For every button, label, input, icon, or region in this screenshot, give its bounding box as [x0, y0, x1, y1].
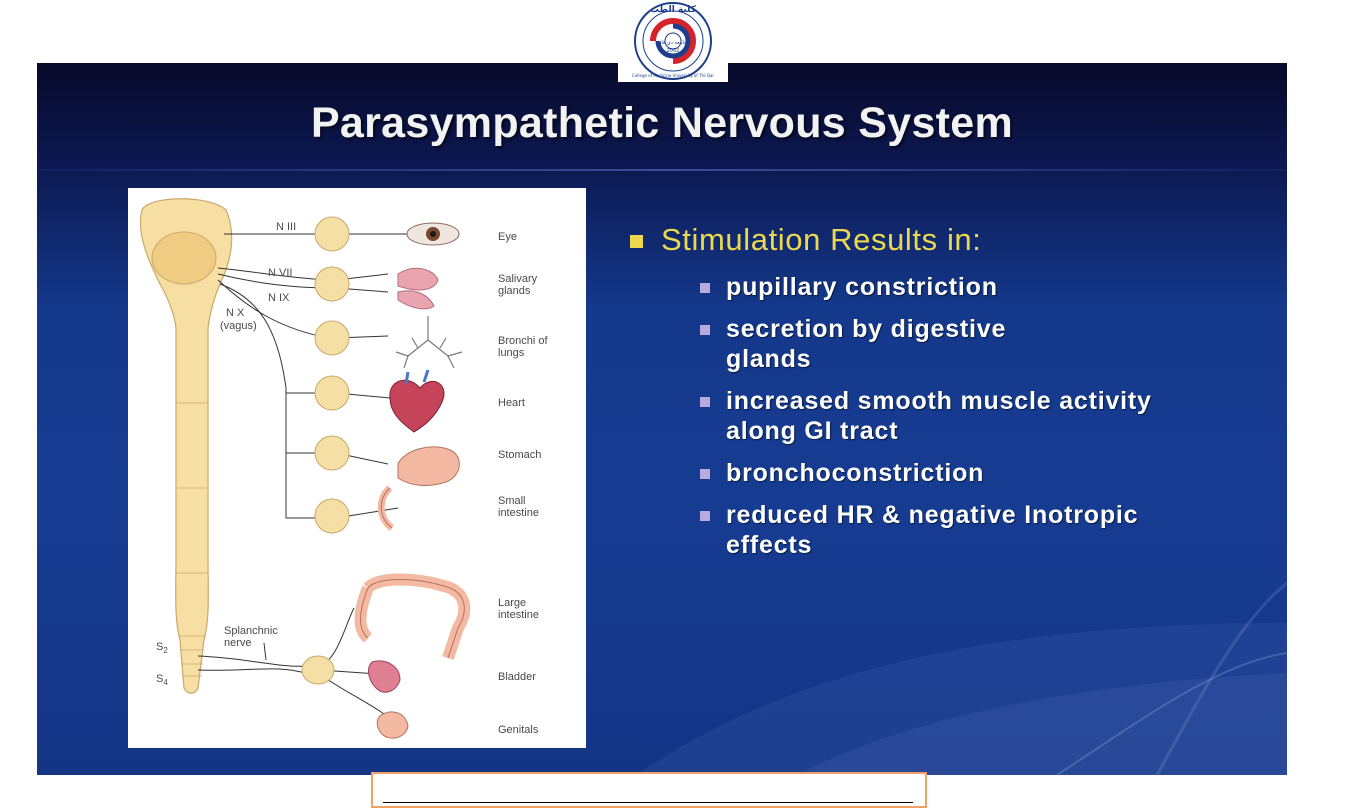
sub-bullet-item: pupillary constriction	[700, 272, 1270, 302]
sub-bullet-item: secretion by digestive glands	[700, 314, 1270, 374]
sub-bullet-text: pupillary constriction	[726, 273, 998, 301]
square-bullet-icon	[700, 283, 710, 293]
bladder-illustration	[368, 660, 401, 693]
label-small-2: intestine	[498, 507, 539, 519]
square-bullet-icon	[630, 234, 643, 248]
footer-underline	[383, 802, 913, 803]
label-bronchi-1: Bronchi of	[498, 335, 548, 347]
label-n3: N III	[276, 221, 296, 233]
sub-bullet-item: bronchoconstriction	[700, 458, 1270, 488]
sub-bullet-text: secretion by digestive glands	[726, 315, 1007, 373]
ganglia-group	[301, 216, 350, 685]
label-s4: S4	[156, 673, 168, 687]
label-n10: N X	[226, 307, 245, 319]
label-salivary-1: Salivary	[498, 273, 538, 285]
label-eye: Eye	[498, 231, 517, 243]
label-salivary-2: glands	[498, 285, 531, 297]
college-seal-icon: كلية الطب جامعة ذي قار 2002 College of M…	[632, 2, 714, 80]
large-intestine-illustration	[354, 573, 471, 660]
college-logo: كلية الطب جامعة ذي قار 2002 College of M…	[618, 0, 728, 82]
label-small-1: Small	[498, 495, 526, 507]
bullet-content: Stimulation Results in: pupillary constr…	[630, 222, 1270, 572]
label-splanchnic-2: nerve	[224, 637, 252, 649]
square-bullet-icon	[700, 469, 710, 479]
label-large-2: intestine	[498, 609, 539, 621]
slide-title: Parasympathetic Nervous System	[310, 99, 1014, 147]
label-heart: Heart	[498, 397, 525, 409]
title-divider	[37, 169, 1287, 171]
square-bullet-icon	[700, 325, 710, 335]
heart-illustration	[389, 379, 445, 433]
sub-bullet-text: reduced HR & negative Inotropic effects	[726, 501, 1139, 559]
logo-arabic-title: كلية الطب	[650, 5, 697, 15]
main-bullet: Stimulation Results in:	[630, 222, 1270, 258]
square-bullet-icon	[700, 511, 710, 521]
sub-bullet-item: increased smooth muscle activity along G…	[700, 386, 1270, 446]
organ-illustrations	[354, 222, 471, 739]
logo-ring-text: College of Medicine University of Thi-Qa…	[632, 73, 714, 78]
stomach-illustration	[397, 446, 460, 486]
label-genitals: Genitals	[498, 724, 539, 736]
label-n7: N VII	[268, 267, 292, 279]
genitals-illustration	[376, 711, 409, 739]
diagram-drawing: N III N VII N IX N X (vagus) Splanchnic …	[139, 198, 548, 739]
label-s2: S2	[156, 641, 168, 655]
footer-box	[371, 772, 927, 808]
main-bullet-text: Stimulation Results in:	[661, 222, 982, 257]
parasympathetic-diagram: N III N VII N IX N X (vagus) Splanchnic …	[128, 188, 586, 748]
square-bullet-icon	[700, 397, 710, 407]
salivary-gland-illustration	[397, 267, 439, 291]
bronchi-illustration	[395, 316, 463, 369]
label-n9: N IX	[268, 292, 290, 304]
label-stomach: Stomach	[498, 449, 541, 461]
sub-bullet-list: pupillary constriction secretion by dige…	[700, 272, 1270, 560]
spinal-cord-shape	[139, 198, 233, 694]
brainstem-shape	[151, 231, 217, 285]
label-splanchnic-1: Splanchnic	[224, 625, 278, 637]
sub-bullet-text: increased smooth muscle activity along G…	[726, 387, 1152, 445]
label-large-1: Large	[498, 597, 526, 609]
label-bladder: Bladder	[498, 671, 536, 683]
label-vagus: (vagus)	[220, 320, 257, 332]
sub-bullet-item: reduced HR & negative Inotropic effects	[700, 500, 1270, 560]
logo-inner-text: جامعة ذي قار	[658, 40, 687, 46]
logo-year: 2002	[667, 48, 680, 54]
label-bronchi-2: lungs	[498, 347, 525, 359]
sub-bullet-text: bronchoconstriction	[726, 459, 985, 487]
